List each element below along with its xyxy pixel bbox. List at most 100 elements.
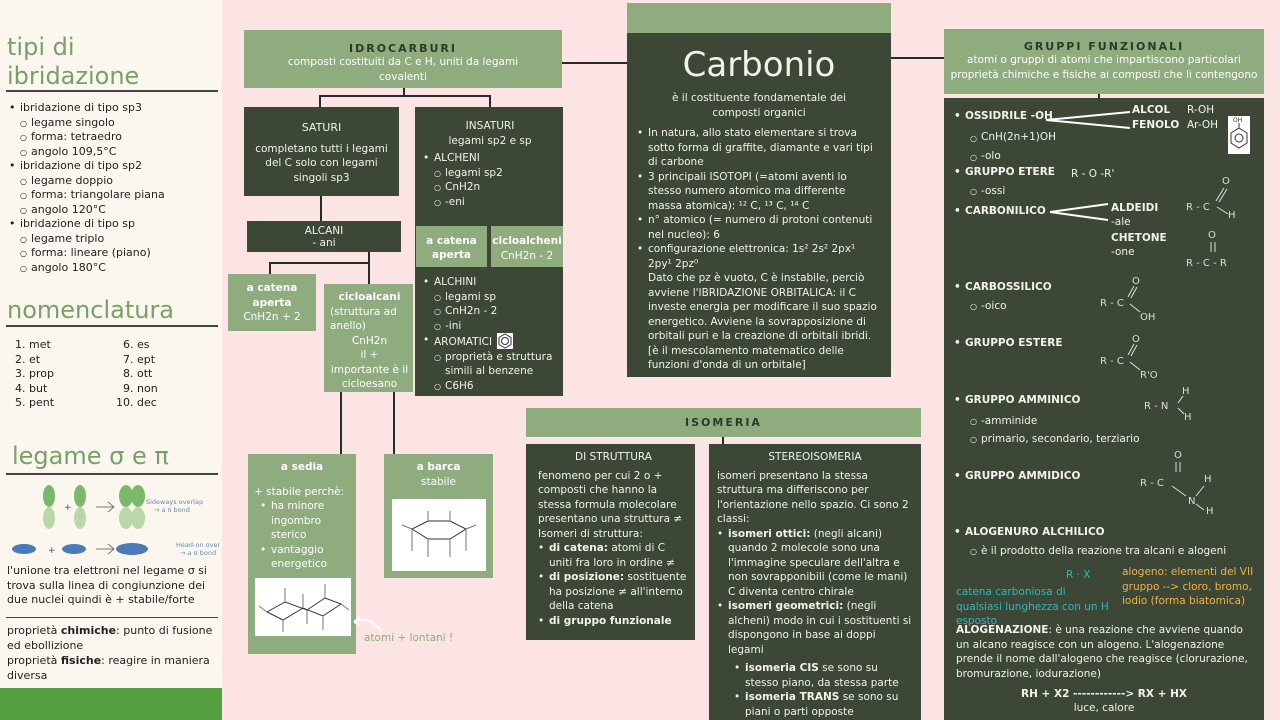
- annotation-arrow: [353, 616, 383, 633]
- chetone-suffix: -one: [1111, 246, 1135, 258]
- carbonilico-list: CARBONILICO: [954, 204, 1046, 219]
- divider: [6, 325, 218, 327]
- amminico-structure: R - N H H: [1144, 386, 1192, 423]
- struttura-item-text: atomi di C uniti fra loro in ordine ≠: [549, 542, 675, 569]
- alchini-sub: -ini: [434, 319, 561, 333]
- alcheni-sub: CnH2n: [434, 180, 557, 195]
- struttura-title: DI STRUTTURA: [575, 451, 652, 463]
- svg-text:R - C: R - C: [1140, 478, 1164, 489]
- annotation-text: atomi + lontani !: [364, 632, 454, 644]
- idrocarburi-sub: composti costituiti da C e H, uniti da l…: [287, 56, 519, 83]
- carbonilico-branch-lines: [1049, 203, 1109, 221]
- nomenclatura-item: ott: [137, 367, 219, 382]
- reazione-equation: RH + X2 ------------> RX + HX: [1021, 688, 1187, 700]
- alcani-sub: - ani: [312, 237, 336, 249]
- saturi-title: SATURI: [301, 121, 342, 134]
- struttura-intro: fenomeno per cui 2 o + composti che hann…: [538, 469, 683, 540]
- sedia-item: ha minore ingombro sterico: [260, 499, 350, 543]
- svg-text:R - N: R - N: [1144, 401, 1168, 412]
- nomenclatura-title: nomenclatura: [7, 296, 175, 324]
- cicloalcheni-box: cicloalcheni CnH2n - 2: [491, 226, 563, 267]
- cicloalcani-title: cicloalcani: [338, 291, 401, 303]
- cicloalcani-t2: CnH2n: [351, 334, 388, 347]
- legame-text: l'unione tra elettroni nel legame σ si t…: [7, 564, 207, 606]
- svg-text:R - C - R: R - C - R: [1186, 258, 1227, 269]
- nomenclatura-item: dec: [137, 396, 219, 411]
- alchini-list: ALCHINI legami spCnH2n - 2-ini AROMATICI…: [423, 275, 561, 393]
- chetone-label: CHETONE: [1111, 232, 1167, 244]
- divider: [6, 617, 218, 618]
- nomenclatura-item: non: [137, 382, 219, 397]
- svg-text:O: O: [1222, 176, 1230, 187]
- ibridazione-label: ibridazione di tipo sp2: [20, 159, 142, 172]
- orbital-overlap-figure: + + Sideways overlap → a π bond Head-on …: [12, 485, 220, 557]
- catena-note: catena carboniosa di qualsiasi lunghezza…: [956, 586, 1109, 627]
- svg-text:+: +: [48, 546, 56, 556]
- rx-label: R · X: [1066, 569, 1091, 581]
- svg-text:H: H: [1204, 474, 1212, 485]
- alcheni-sub: -eni: [434, 195, 557, 209]
- alcheni-sub: legami sp2: [434, 166, 557, 180]
- sedia-l1: + stabile perchè:: [254, 485, 345, 498]
- phenol-structure-icon: OH: [1228, 116, 1250, 154]
- gruppi-sub: atomi o gruppi di atomi che impartiscono…: [950, 54, 1258, 81]
- nomenclatura-grid: metetpropbutpent eseptottnondec: [15, 338, 219, 411]
- ibridazione-item: ibridazione di tipo sp2legame doppioform…: [9, 159, 219, 217]
- ibridazione-sub: angolo 180°C: [20, 261, 219, 276]
- carbonio-title: Carbonio: [682, 45, 836, 85]
- carbonio-item: n° atomico (= numero di protoni contenut…: [637, 213, 877, 242]
- carbonio-item: configurazione elettronica: 1s² 2s² 2px¹…: [637, 242, 877, 271]
- benzene-icon: [497, 333, 514, 349]
- ibridazione-sub: angolo 109,5°C: [20, 145, 219, 160]
- ibridazione-label: ibridazione di tipo sp3: [20, 101, 142, 114]
- cicloalcani-box: cicloalcani (struttura ad anello) CnH2n …: [324, 284, 413, 392]
- amminico-sub: -amminide: [970, 412, 1140, 431]
- aromatici-sub: C6H6: [434, 379, 561, 393]
- svg-text:O: O: [1132, 276, 1140, 287]
- svg-text:OH: OH: [1140, 312, 1155, 323]
- svg-text:O: O: [1174, 450, 1182, 461]
- carbossilico-subs: -oico: [970, 299, 1007, 314]
- carbonio-item: 3 principali ISOTOPI (=atomi aventi lo s…: [637, 170, 877, 214]
- fig-pi-label: → a π bond: [154, 506, 190, 514]
- nomenclatura-item: pent: [29, 396, 119, 411]
- svg-text:R - C: R - C: [1100, 298, 1124, 309]
- sedia-item: vantaggio energetico: [260, 543, 350, 572]
- ibridazione-sub: angolo 120°C: [20, 203, 219, 218]
- cicloalcani-t1: (struttura ad anello): [330, 305, 397, 333]
- etere-sub: -ossi: [970, 184, 1005, 199]
- fenolo-formula: Ar-OH: [1187, 119, 1219, 131]
- alogenuro-subs: è il prodotto della reazione tra alcani …: [970, 544, 1260, 559]
- insaturi-sub: legami sp2 e sp: [448, 134, 532, 147]
- green-bar: [0, 688, 222, 720]
- struttura-item: di posizione: sostituente ha posizione ≠…: [538, 570, 689, 614]
- svg-text:R - C: R - C: [1186, 202, 1210, 213]
- catena-aperta-2-box: a catena aperta: [416, 226, 487, 267]
- ibridazione-sub: legame doppio: [20, 174, 219, 189]
- alcani-box: ALCANI - ani: [247, 221, 401, 252]
- struttura-item: di gruppo funzionale: [538, 614, 689, 629]
- svg-text:R - C: R - C: [1100, 356, 1124, 367]
- divider: [6, 90, 218, 92]
- catena-aperta-1-text: CnH2n + 2: [243, 311, 301, 323]
- fig-sigma-label: → a σ bond: [180, 549, 216, 557]
- nomenclatura-col-1: metetpropbutpent: [15, 338, 119, 411]
- aldeidi-suffix: -ale: [1111, 216, 1131, 228]
- carbonio-header-band: [627, 3, 891, 33]
- ossidrile-sub: -olo: [970, 147, 1056, 167]
- svg-text:O: O: [1208, 230, 1216, 241]
- isomeria-title: ISOMERIA: [685, 416, 762, 429]
- proprieta-chimiche: proprietà chimiche: punto di fusione ed …: [7, 624, 213, 652]
- saturi-text: completano tutti i legami del C solo con…: [255, 142, 388, 184]
- stereo-intro: isomeri presentano la stessa struttura m…: [717, 469, 909, 526]
- alcheni-list: ALCHENI legami sp2CnH2n-eni: [423, 151, 557, 209]
- stereoisomeria-box: STEREOISOMERIA isomeri presentano la ste…: [709, 444, 921, 720]
- ibridazione-item: ibridazione di tipo splegame triploforma…: [9, 217, 219, 275]
- amminico-list: GRUPPO AMMINICO: [954, 393, 1080, 408]
- alcol-formula: R-OH: [1187, 104, 1215, 116]
- alogenuro-list: ALOGENURO ALCHILICO: [954, 525, 1105, 540]
- nomenclatura-item: met: [29, 338, 119, 353]
- ibridazione-item: ibridazione di tipo sp3legame singolofor…: [9, 101, 219, 159]
- svg-text:H: H: [1206, 506, 1214, 517]
- alchini-sub: legami sp: [434, 290, 561, 304]
